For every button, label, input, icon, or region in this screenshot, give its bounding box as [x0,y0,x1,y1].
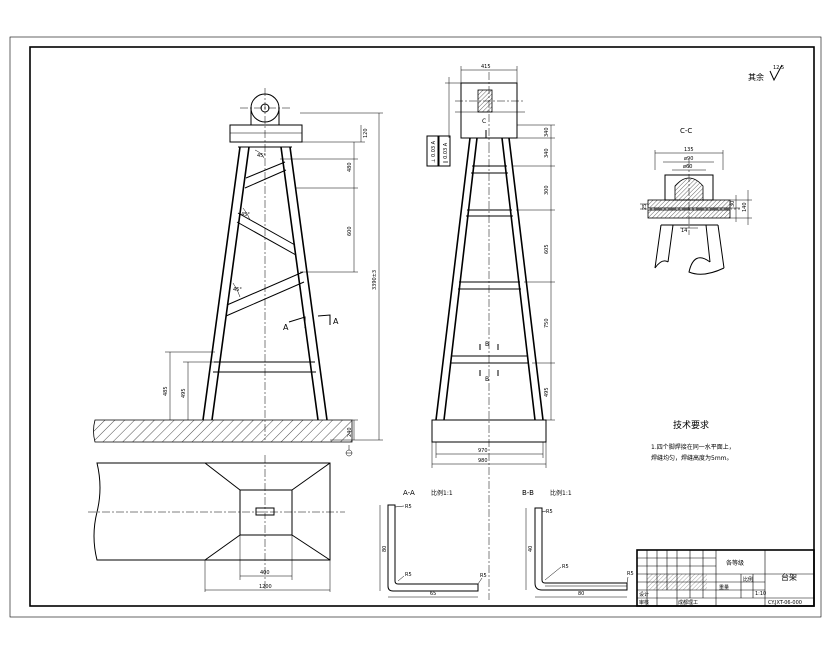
tolerance-frames: ⊥ 0.03 A ∥ 0.03 A [426,135,451,167]
svg-text:A: A [333,317,339,326]
svg-text:⊥ 0.03 A: ⊥ 0.03 A [431,140,437,163]
svg-text:45°: 45° [257,153,266,159]
plan-view: 400 1200 [88,455,345,592]
svg-text:135: 135 [684,147,694,153]
svg-text:80: 80 [578,591,584,597]
svg-text:80: 80 [382,546,388,552]
svg-text:台架: 台架 [781,572,797,582]
svg-text:C: C [482,118,486,125]
svg-text:1:10: 1:10 [755,591,766,597]
svg-text:R5: R5 [562,564,569,570]
svg-text:R5: R5 [627,571,634,577]
svg-text:750: 750 [544,318,550,328]
svg-text:成都理工: 成都理工 [678,599,698,606]
svg-text:焊缝均匀，焊缝高度为5mm。: 焊缝均匀，焊缝高度为5mm。 [651,454,733,462]
svg-text:比例1:1: 比例1:1 [550,489,572,497]
inner-border [29,46,815,607]
svg-text:605: 605 [544,244,550,254]
svg-text:3390±3: 3390±3 [372,270,378,290]
svg-text:其余: 其余 [748,72,764,82]
section-bb: B-B 比例1:1 80 40 R5 R5 R5 [522,489,634,598]
top-plate [229,124,303,143]
svg-text:1200: 1200 [259,584,272,590]
svg-text:495: 495 [544,387,550,397]
surface-roughness-mark: 其余 12.5 [748,64,784,82]
svg-text:480: 480 [347,162,353,172]
svg-text:970: 970 [478,448,488,454]
side-dimensions-left: 485 495 [163,351,215,420]
svg-text:980: 980 [478,458,488,464]
svg-text:1.四个脚焊接在同一水平面上，: 1.四个脚焊接在同一水平面上， [651,443,735,451]
svg-text:设计: 设计 [639,591,649,598]
svg-text:300: 300 [544,185,550,195]
section-aa: A-A 比例1:1 65 80 R5 R5 R5 [379,489,487,598]
svg-text:340: 340 [544,148,550,158]
svg-text:12.5: 12.5 [773,65,784,71]
svg-text:R5: R5 [405,504,412,510]
svg-text:A-A: A-A [403,489,415,497]
svg-text:14: 14 [681,228,687,234]
svg-text:140: 140 [742,202,748,212]
svg-text:495: 495 [181,388,187,398]
svg-text:340: 340 [544,127,550,137]
svg-text:C-C: C-C [680,127,692,135]
svg-text:600: 600 [347,226,353,236]
svg-text:技术要求: 技术要求 [673,419,709,431]
svg-text:重量: 重量 [719,584,729,591]
technical-requirements: 技术要求 1.四个脚焊接在同一水平面上， 焊缝均匀，焊缝高度为5mm。 [651,419,735,462]
svg-text:65: 65 [430,591,436,597]
svg-text:415: 415 [481,64,491,70]
svg-text:30: 30 [730,201,736,207]
center-block [255,507,275,516]
svg-text:400: 400 [260,570,270,576]
base-pad [239,489,293,536]
svg-text:R5: R5 [546,509,553,515]
svg-text:ø60: ø60 [683,164,692,170]
ground-left [93,419,353,443]
side-dimensions: 3390±3 120 480 600 240 [280,112,383,457]
title-block: 各等级 台架 重量 比例 1:10 设计 审核 成都理工 CY.JXT-06-0… [636,549,815,607]
svg-text:45°: 45° [241,212,250,218]
front-dimensions: 340 340 300 605 750 495 415 970 [431,64,555,468]
svg-text:R5: R5 [480,573,487,579]
svg-text:120: 120 [363,128,369,138]
side-view: 45° 45° 45° A A 3390±3 120 480 [93,88,383,457]
front-view: C B B 340 340 300 6 [426,64,555,600]
svg-text:比例1:1: 比例1:1 [431,489,453,497]
svg-text:比例: 比例 [743,576,753,583]
svg-text:A: A [283,323,289,332]
svg-text:40: 40 [528,546,534,552]
svg-text:485: 485 [163,386,169,396]
svg-text:240: 240 [347,427,353,437]
section-cc: C-C 135 ø90 ø60 140 30 25 14 [640,127,752,275]
svg-text:25: 25 [642,204,648,210]
svg-text:审核: 审核 [639,599,649,606]
outer-border [9,36,822,618]
svg-text:ø90: ø90 [684,156,693,162]
svg-text:∥ 0.03 A: ∥ 0.03 A [443,142,449,163]
svg-text:45°: 45° [233,287,242,293]
svg-text:CY.JXT-06-000: CY.JXT-06-000 [768,600,802,606]
svg-text:B: B [485,376,489,383]
svg-text:各等级: 各等级 [726,559,744,567]
svg-text:B: B [485,341,489,348]
svg-text:R5: R5 [405,572,412,578]
svg-text:B-B: B-B [522,489,534,497]
